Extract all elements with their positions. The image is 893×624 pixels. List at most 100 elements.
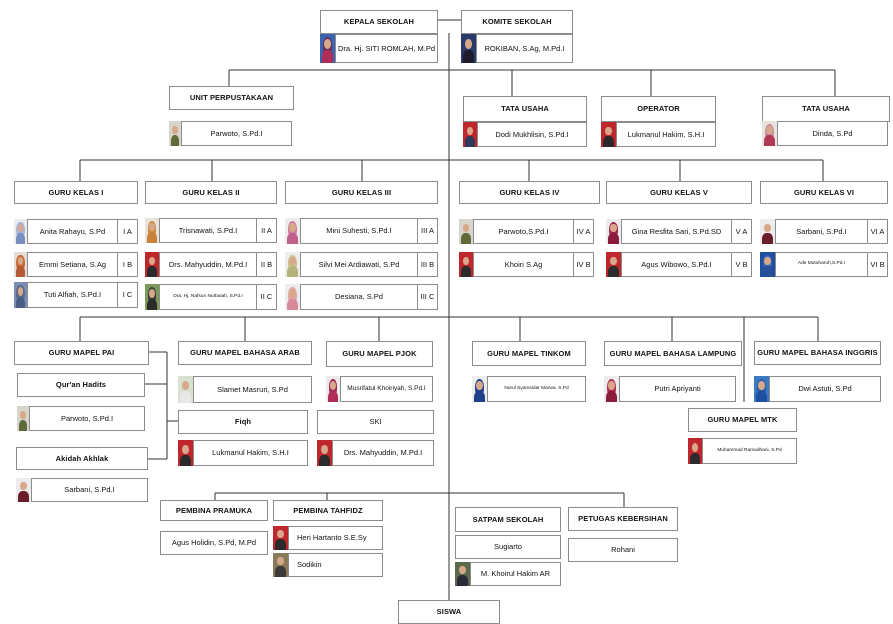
satpam-sekolah-title: SATPAM SEKOLAH xyxy=(455,507,561,532)
mapel-tinkom-name: Nurul Syamsidar Marwa, S.Pd xyxy=(487,376,586,402)
mapel-mtk-title-text: GURU MAPEL MTK xyxy=(707,415,778,425)
guru-kelas-5a-photo xyxy=(606,219,621,244)
guru-kelas-6b-name: Ade Mutoharoh,S.Pd.I xyxy=(797,261,846,267)
guru-kelas-3a-row: Mini Suhesti, S.Pd.I III A xyxy=(300,218,438,244)
mapel-pai-title: GURU MAPEL PAI xyxy=(14,341,149,365)
mapel-pjok-name-text: Musrifatul Khoiriyah, S.Pd.I xyxy=(347,384,426,392)
mapel-mtk-photo xyxy=(688,438,702,464)
guru-kelas-4b-photo xyxy=(459,252,473,277)
unit-perpustakaan-name-text: Parwoto, S.Pd.I xyxy=(210,128,263,138)
akidah-akhlak-title-text: Akidah Akhlak xyxy=(55,453,109,463)
mapel-bahasa-arab-name: Slamet Masruri, S.Pd xyxy=(193,376,312,403)
guru-kelas-2b-photo xyxy=(145,252,159,277)
guru-kelas-2-title: GURU KELAS II xyxy=(145,181,277,204)
guru-kelas-1-title: GURU KELAS I xyxy=(14,181,138,204)
mapel-tinkom-title-text: GURU MAPEL TINKOM xyxy=(487,348,571,358)
pembina-pramuka-name: Agus Holidin, S.Pd, M.Pd xyxy=(160,531,268,555)
operator-photo xyxy=(601,122,616,147)
guru-kelas-6a-photo xyxy=(760,219,775,244)
guru-kelas-3a-name: Mini Suhesti, S.Pd.I xyxy=(326,226,392,236)
pembina-tahfidz-title: PEMBINA TAHFIDZ xyxy=(273,500,383,521)
guru-kelas-3b-name: Silvi Mei Ardiawati, S.Pd xyxy=(318,259,400,269)
guru-kelas-3c-class: III C xyxy=(417,285,437,309)
guru-kelas-2b-class: II B xyxy=(256,253,276,276)
mapel-bahasa-inggris-title: GURU MAPEL BAHASA INGGRIS xyxy=(754,341,881,365)
guru-kelas-1b-photo xyxy=(14,252,27,277)
guru-kelas-6a-class: VI A xyxy=(867,220,887,243)
mapel-bahasa-inggris-name-text: Dwi Astuti, S.Pd xyxy=(798,384,852,394)
mapel-bahasa-inggris-name: Dwi Astuti, S.Pd xyxy=(769,376,881,402)
ski-title: SKI xyxy=(317,410,434,434)
satpam-sekolah-name-2: M. Khoirul Hakim AR xyxy=(470,562,561,586)
mapel-bahasa-lampung-title: GURU MAPEL BAHASA LAMPUNG xyxy=(604,341,742,366)
guru-kelas-5a-class: V A xyxy=(731,220,751,243)
satpam-sekolah-name-1-text: Sugiarto xyxy=(494,542,522,552)
mapel-tinkom-name-text: Nurul Syamsidar Marwa, S.Pd xyxy=(504,385,569,391)
guru-kelas-5b-photo xyxy=(606,252,621,277)
operator-name: Lukmanul Hakim, S.H.I xyxy=(616,122,716,147)
komite-sekolah-name-text: ROKIBAN, S.Ag, M.Pd.I xyxy=(484,43,565,53)
pembina-tahfidz-photo-2 xyxy=(273,553,288,577)
komite-sekolah-photo xyxy=(461,34,476,63)
guru-kelas-2a-name: Trisnawati, S.Pd.I xyxy=(178,225,238,235)
tata-usaha-2-title-text: TATA USAHA xyxy=(802,104,850,114)
guru-kelas-1-title-text: GURU KELAS I xyxy=(48,187,104,197)
quran-hadits-name: Parwoto, S.Pd.I xyxy=(29,406,145,431)
guru-kelas-2c-name: Dra. Hj. Nafsun Nurbaiah, S.Pd.I xyxy=(173,293,243,299)
guru-kelas-3c-photo xyxy=(285,284,300,310)
guru-kelas-1c-name: Tuti Alfiah, S.Pd.I xyxy=(43,290,102,300)
guru-kelas-1c-photo xyxy=(14,282,27,308)
satpam-sekolah-name-1: Sugiarto xyxy=(455,535,561,559)
siswa-title-text: SISWA xyxy=(436,607,462,617)
satpam-sekolah-name-2-text: M. Khoirul Hakim AR xyxy=(480,569,551,579)
guru-kelas-3-title: GURU KELAS III xyxy=(285,181,438,204)
operator-title-text: OPERATOR xyxy=(637,104,680,114)
satpam-sekolah-title-text: SATPAM SEKOLAH xyxy=(472,514,544,524)
petugas-kebersihan-name: Rohani xyxy=(568,538,678,562)
ski-title-text: SKI xyxy=(369,417,382,427)
mapel-bahasa-lampung-name: Putri Apriyanti xyxy=(619,376,736,402)
petugas-kebersihan-title: PETUGAS KEBERSIHAN xyxy=(568,507,678,531)
quran-hadits-title-text: Qur'an Hadits xyxy=(55,380,107,390)
guru-kelas-4b-name: Khoiri S.Ag xyxy=(504,259,543,269)
guru-kelas-5b-class: V B xyxy=(731,253,751,276)
mapel-bahasa-lampung-name-text: Putri Apriyanti xyxy=(654,384,701,394)
guru-kelas-6-title-text: GURU KELAS VI xyxy=(793,187,855,197)
guru-kelas-2c-photo xyxy=(145,284,159,310)
quran-hadits-name-text: Parwoto, S.Pd.I xyxy=(60,413,114,423)
guru-kelas-4a-name: Parwoto,S.Pd.I xyxy=(498,226,549,236)
mapel-pjok-title: GURU MAPEL PJOK xyxy=(326,341,433,367)
mapel-bahasa-arab-title: GURU MAPEL BAHASA ARAB xyxy=(178,341,312,365)
unit-perpustakaan-title: UNIT PERPUSTAKAAN xyxy=(169,86,294,110)
guru-kelas-1c-class: I C xyxy=(117,283,137,307)
guru-kelas-3a-class: III A xyxy=(417,219,437,243)
fiqh-title: Fiqh xyxy=(178,410,308,434)
satpam-sekolah-photo-2 xyxy=(455,562,470,586)
guru-kelas-4-title: GURU KELAS IV xyxy=(459,181,600,204)
mapel-pjok-name: Musrifatul Khoiriyah, S.Pd.I xyxy=(340,376,433,402)
komite-sekolah-title: KOMITE SEKOLAH xyxy=(461,10,573,34)
guru-kelas-2b-name: Drs. Mahyuddin, M.Pd.I xyxy=(168,259,248,269)
guru-kelas-1a-name: Anita Rahayu, S.Pd xyxy=(39,226,106,236)
guru-kelas-4-title-text: GURU KELAS IV xyxy=(499,187,560,197)
guru-kelas-4a-photo xyxy=(459,219,473,244)
guru-kelas-3c-name: Desiana, S.Pd xyxy=(335,292,383,302)
pembina-tahfidz-name-2: Sodikin xyxy=(288,553,383,577)
akidah-akhlak-name: Sarbani, S.Pd.I xyxy=(31,478,148,502)
tata-usaha-name: Dodi Mukhlisin, S.Pd.I xyxy=(477,122,587,147)
guru-kelas-3c-row: Desiana, S.Pd III C xyxy=(300,284,438,310)
guru-kelas-3a-photo xyxy=(285,218,300,244)
tata-usaha-photo xyxy=(463,122,477,147)
pembina-tahfidz-name-2-text: Sodikin xyxy=(297,560,322,570)
komite-sekolah-name: ROKIBAN, S.Ag, M.Pd.I xyxy=(476,34,573,63)
guru-kelas-1c-row: Tuti Alfiah, S.Pd.I I C xyxy=(27,282,138,308)
mapel-bahasa-inggris-title-text: GURU MAPEL BAHASA INGGRIS xyxy=(757,348,878,358)
operator-title: OPERATOR xyxy=(601,96,716,122)
guru-kelas-5-title-text: GURU KELAS V xyxy=(650,187,708,197)
